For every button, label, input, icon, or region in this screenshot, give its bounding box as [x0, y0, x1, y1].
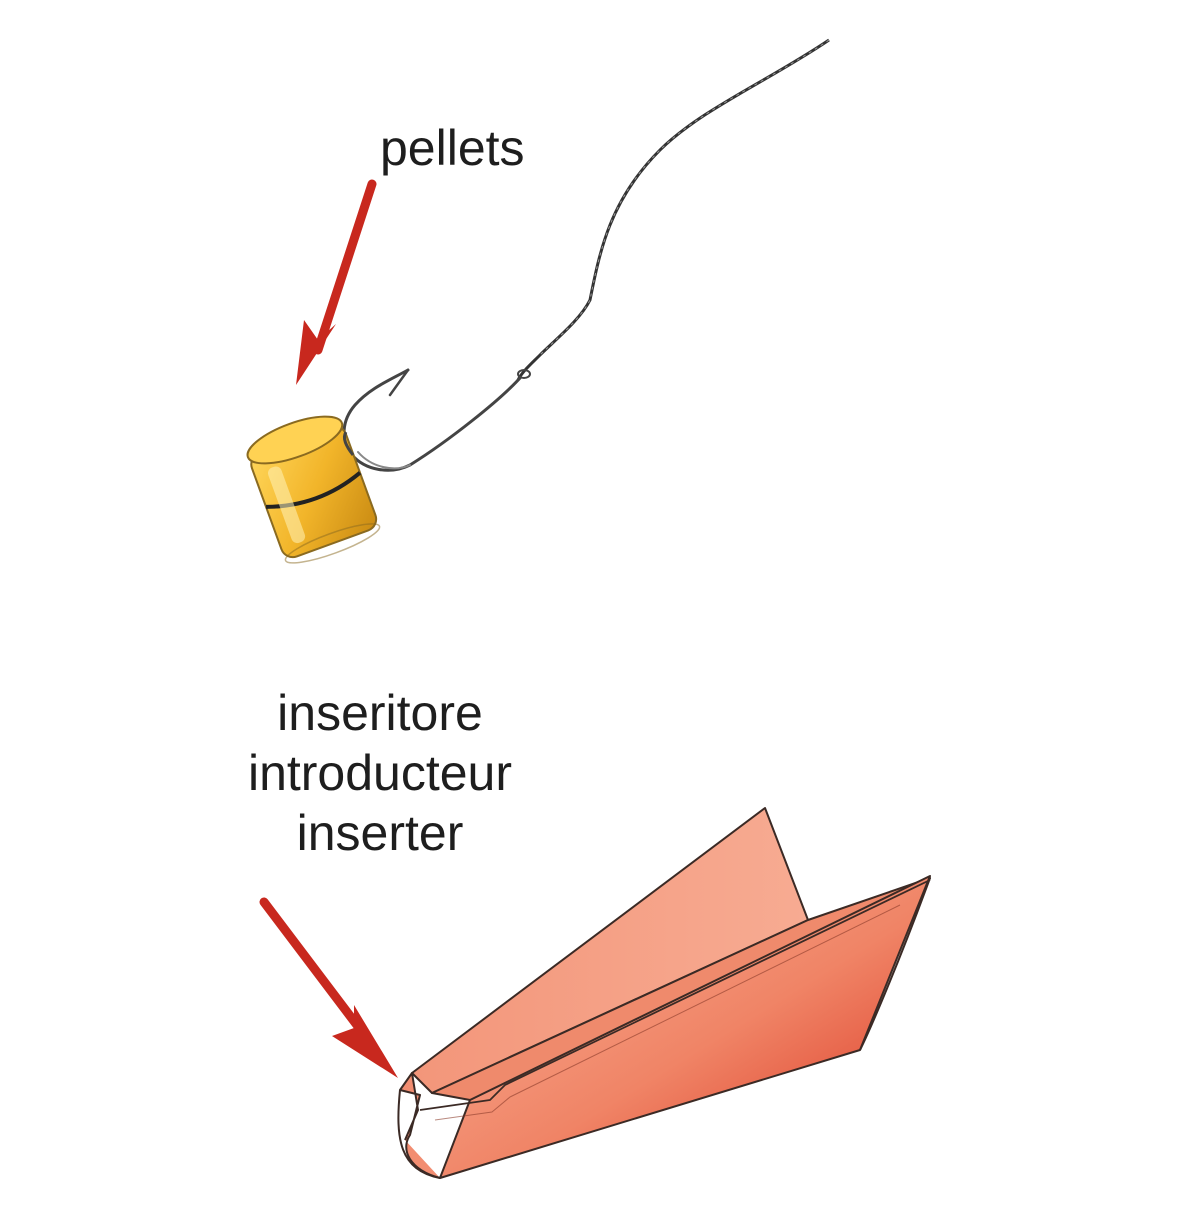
fishing-hook-icon	[342, 368, 531, 472]
arrow-icon	[296, 179, 377, 385]
inserter-label-french: introducteur	[247, 745, 513, 801]
inserter-label-english: inserter	[296, 805, 464, 861]
fishing-line-icon	[516, 38, 830, 381]
inserter-label: inseritore introducteur inserter	[210, 683, 550, 863]
pellet-bait-icon	[246, 415, 381, 564]
inserter-label-italian: inseritore	[277, 685, 483, 741]
inserter-tool-icon	[397, 807, 931, 1179]
pellets-label: pellets	[380, 120, 525, 176]
arrow-icon	[259, 897, 398, 1078]
